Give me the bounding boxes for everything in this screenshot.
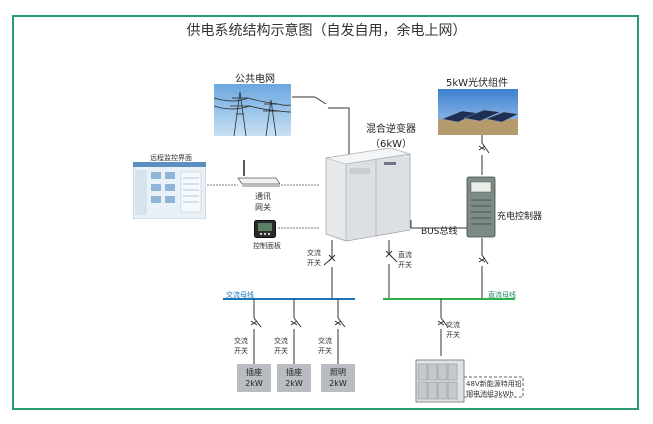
load2-switch-label: 交流 开关 [274,336,288,356]
battery-label: 48V新能源特用铅 钢电池组3kWh [466,379,522,399]
pv-label: 5kW光伏组件 [446,78,509,89]
switch-label-line2: 开关 [274,347,288,355]
load-box: 插座 2kW [277,364,311,392]
battery-label-line1: 48V新能源特用铅 [466,380,522,388]
hybrid-inverter-picture [318,148,413,242]
inverter-ac-switch-label: 交流 开关 [307,248,321,268]
power-grid-picture [214,84,291,136]
switch-label-line1: 交流 [274,337,288,345]
inverter-ac-line [323,240,336,299]
load-power: 2kW [329,379,347,388]
load-name: 插座 [246,368,262,377]
load-box: 照明 2kW [321,364,355,392]
switch-label-line2: 开关 [318,347,332,355]
bus-label: BUS总线 [421,227,458,237]
load3-switch-label: 交流 开关 [318,336,332,356]
switch-label-line2: 开关 [307,259,321,267]
switch-label-line2: 开关 [234,347,248,355]
load-power: 2kW [245,379,263,388]
load-box: 插座 2kW [237,364,271,392]
battery-bank-picture [412,356,468,406]
charge-controller-picture [466,176,496,238]
comm-gateway-picture [236,160,280,188]
load1-switch-label: 交流 开关 [234,336,248,356]
inverter-dc-line [385,240,398,299]
switch-label-line1: 交流 [318,337,332,345]
comm-label: 通讯 网关 [255,191,271,213]
dc-bus-label: 直流母线 [488,291,516,299]
load-branches [250,299,346,364]
charger-dc-line [478,238,489,299]
switch-label-line2: 开关 [446,331,460,339]
grid-line [292,96,350,155]
switch-label-line1: 直流 [398,251,412,259]
remote-label: 远程监控界面 [150,154,192,162]
battery-branch [437,299,449,356]
inverter-label-line2: （6kW） [369,139,413,150]
switch-label-line2: 开关 [398,261,412,269]
switch-label-line1: 交流 [234,337,248,345]
battery-label-line2: 钢电池组3kWh [466,390,514,398]
comm-label-line1: 通讯 [255,192,271,201]
pv-line [478,128,490,175]
ac-bus-label: 交流母线 [226,291,254,299]
inverter-label-line1: 混合逆变器 [366,124,416,135]
diagram-title: 供电系统结构示意图（自发自用，余电上网） [186,23,467,39]
panel-label: 控制面板 [253,242,281,250]
load-name: 照明 [330,368,346,377]
grid-label: 公共电网 [235,74,275,85]
control-panel-picture [254,220,276,238]
pv-array-picture [438,89,518,135]
remote-monitor-picture [133,162,206,219]
switch-label-line1: 交流 [446,321,460,329]
load-name: 插座 [286,368,302,377]
charger-label: 充电控制器 [497,212,543,222]
battery-switch-label: 交流 开关 [446,320,460,340]
inverter-dc-switch-label: 直流 开关 [398,250,412,270]
switch-label-line1: 交流 [307,249,321,257]
inverter-label: 混合逆变器 （6kW） [365,120,417,150]
diagram-frame [12,15,639,410]
load-power: 2kW [285,379,303,388]
comm-label-line2: 网关 [255,203,271,212]
bus-line [410,220,470,229]
comm-lines [207,184,320,229]
